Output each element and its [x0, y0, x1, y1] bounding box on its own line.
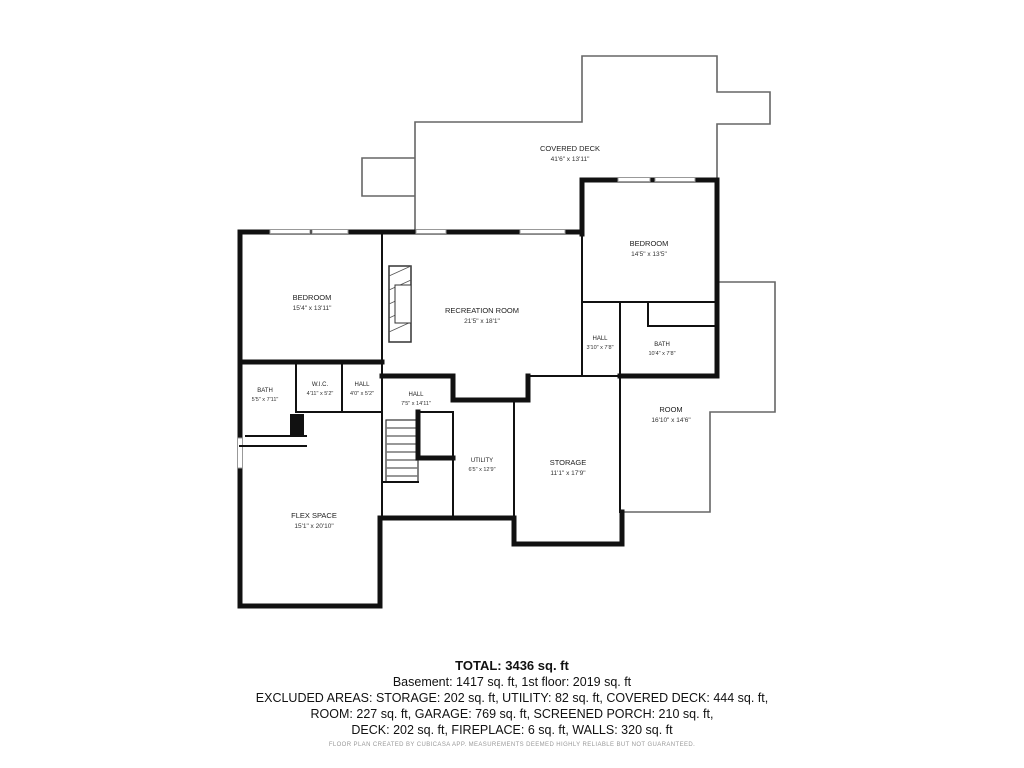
bedroom-top-walls: [579, 177, 720, 377]
wic-name: W.I.C.: [312, 382, 329, 388]
room-outline: [622, 281, 776, 513]
bath-right-dim: 10'4" x 7'8": [648, 351, 675, 357]
storage-dim: 11'1" x 17'9": [550, 470, 586, 477]
room-dim: 16'10" x 14'6": [651, 417, 691, 424]
bath-right-name: BATH: [654, 342, 670, 348]
covered-deck-name: COVERED DECK: [540, 144, 600, 153]
excluded-areas-line-3: DECK: 202 sq. ft, FIREPLACE: 6 sq. ft, W…: [351, 723, 673, 737]
bedroom-top-dim: 14'5" x 13'5": [631, 251, 667, 258]
hall-center-name: HALL: [408, 392, 424, 398]
disclaimer-text: FLOOR PLAN CREATED BY CUBICASA APP. MEAS…: [328, 742, 696, 748]
excluded-areas-line-2: ROOM: 227 sq. ft, GARAGE: 769 sq. ft, SC…: [310, 707, 714, 721]
hall-center-dim: 7'5" x 14'11": [401, 401, 431, 407]
room-labels: COVERED DECK 41'6" x 13'11" BEDROOM 14'5…: [252, 144, 692, 530]
hall-small-name: HALL: [354, 382, 370, 388]
excluded-areas-line-1: EXCLUDED AREAS: STORAGE: 202 sq. ft, UTI…: [255, 691, 769, 705]
bedroom-left-name: BEDROOM: [293, 293, 332, 302]
center-walls: [379, 375, 621, 521]
utility-dim: 6'5" x 12'9": [468, 467, 495, 473]
flex-space-dim: 15'1" x 20'10": [294, 523, 334, 530]
covered-deck-dim: 41'6" x 13'11": [551, 156, 590, 163]
floor-areas: Basement: 1417 sq. ft, 1st floor: 2019 s…: [392, 675, 632, 689]
hall-right-dim: 3'10" x 7'8": [586, 345, 613, 351]
hall-right-name: HALL: [592, 336, 608, 342]
stairs: [385, 419, 419, 483]
floor-plan: COVERED DECK 41'6" x 13'11" BEDROOM 14'5…: [237, 55, 776, 609]
storage-name: STORAGE: [550, 458, 587, 467]
utility-name: UTILITY: [471, 458, 493, 464]
room-name: ROOM: [659, 405, 682, 414]
area-summary: TOTAL: 3436 sq. ft Basement: 1417 sq. ft…: [0, 658, 1024, 748]
bedroom-top-name: BEDROOM: [630, 239, 669, 248]
wic-dim: 4'11" x 5'2": [307, 391, 334, 397]
bath-left-dim: 5'5" x 7'11": [252, 397, 279, 403]
total-area: TOTAL: 3436 sq. ft: [455, 658, 569, 673]
bath-right-walls: [617, 279, 720, 513]
bath-left-name: BATH: [257, 388, 273, 394]
recreation-room-dim: 21'5" x 18'1": [464, 318, 500, 325]
fireplace: [388, 265, 412, 343]
bedroom-left-dim: 15'4" x 13'11": [293, 305, 332, 312]
covered-deck-outline: [361, 55, 771, 232]
hall-small-dim: 4'0" x 5'2": [350, 391, 374, 397]
left-wing-walls: [237, 359, 385, 447]
recreation-room-name: RECREATION ROOM: [445, 306, 519, 315]
flex-space-name: FLEX SPACE: [291, 511, 337, 520]
